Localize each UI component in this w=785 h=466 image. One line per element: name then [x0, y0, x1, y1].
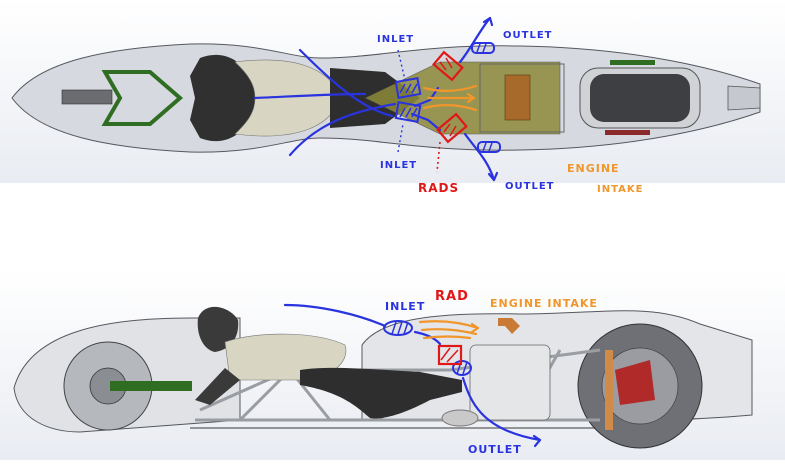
inlet-duct-side [383, 320, 413, 336]
rider-arm-side [195, 368, 240, 405]
engine-intake-arrows-side [418, 320, 480, 340]
rear-green-top [610, 60, 655, 65]
label-rads: RADS [418, 181, 459, 195]
side-view-panel: INLET RAD ENGINE INTAKE OUTLET [0, 270, 785, 460]
outlet-box-top [471, 42, 495, 54]
top-view-panel: INLET OUTLET INLET RADS OUTLET ENGINE IN… [0, 0, 785, 195]
label-outlet-side: OUTLET [468, 443, 522, 456]
engine-intake-arrows-top [422, 84, 478, 112]
engine-block-side [469, 344, 551, 421]
exhaust-can [441, 409, 479, 427]
top-view-drawing: INLET OUTLET INLET RADS OUTLET ENGINE IN… [11, 16, 761, 195]
engine-housing [479, 63, 565, 133]
inlet-box-top [394, 77, 422, 99]
rear-sprocket-side [605, 350, 613, 430]
radiator-side [437, 344, 463, 366]
label-outlet-bottom: OUTLET [505, 181, 554, 192]
side-view-drawing: INLET RAD ENGINE INTAKE OUTLET [13, 289, 753, 456]
label-engine: ENGINE [567, 162, 620, 175]
steering-linkage [101, 70, 184, 126]
engine-intake-pipe [498, 318, 520, 334]
label-intake: INTAKE [597, 184, 643, 195]
label-inlet-side: INLET [385, 300, 425, 313]
label-engine-intake-side: ENGINE INTAKE [490, 297, 598, 310]
engine-block [504, 74, 531, 121]
rider-shoulders [190, 54, 255, 142]
rider-torso [234, 59, 341, 137]
tail-cone [727, 85, 761, 111]
rear-tyre-top [590, 74, 690, 122]
inlet-leader-top [397, 49, 406, 81]
outlet-box-bottom [477, 141, 501, 153]
front-swingarm [110, 381, 192, 391]
rear-caliper [615, 360, 655, 405]
label-inlet-top: INLET [377, 34, 414, 45]
radiator-bottom [436, 112, 468, 144]
front-wheel [61, 89, 113, 105]
label-rad-side: RAD [435, 289, 469, 304]
rider-legs-side [300, 367, 462, 419]
rads-leader [436, 141, 441, 173]
label-inlet-bottom: INLET [380, 160, 417, 171]
rear-sprocket-top [605, 130, 650, 135]
radiator-top [432, 50, 464, 82]
airflow-arrows-top [253, 16, 499, 182]
label-outlet-top: OUTLET [503, 30, 552, 41]
inlet-box-bottom [394, 101, 422, 123]
